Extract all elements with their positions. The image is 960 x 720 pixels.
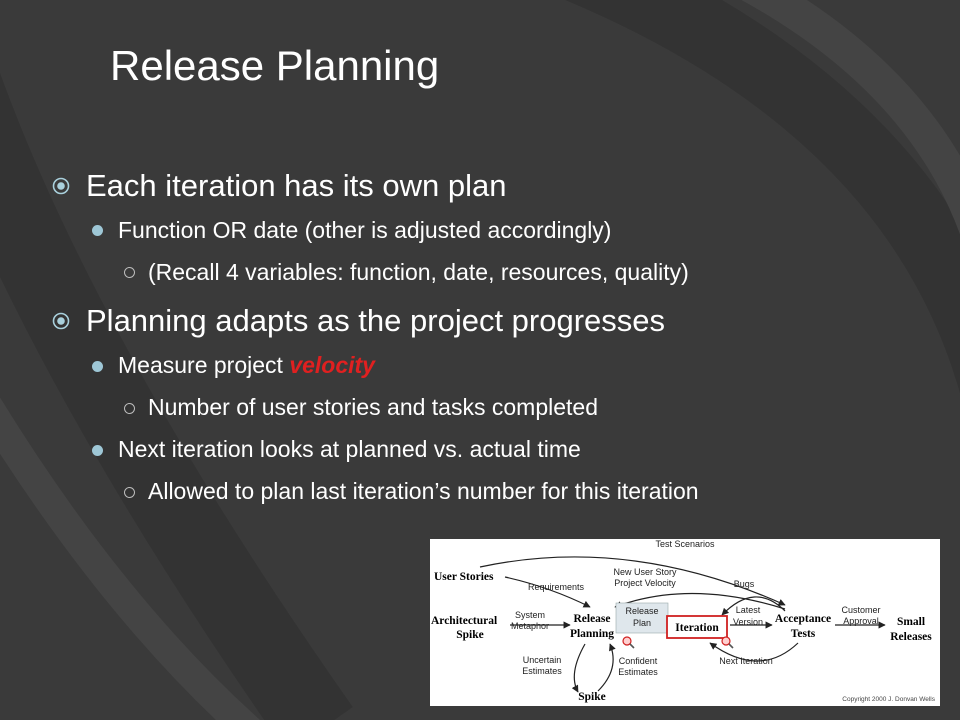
label-estimates-left: Estimates (522, 666, 562, 676)
label-test-scenarios: Test Scenarios (655, 539, 715, 549)
node-user-stories: User Stories (434, 571, 494, 583)
arrow-uncertain-estimates (571, 643, 586, 693)
release-plan-box (615, 602, 669, 634)
label-estimates-right: Estimates (618, 667, 658, 677)
iteration-box (666, 615, 728, 639)
node-iteration: Iteration (675, 622, 719, 634)
arc-1 (565, 0, 960, 394)
node-releases: Releases (890, 631, 932, 643)
label-customer: Customer (841, 605, 880, 615)
arrow-test-scenarios (479, 556, 786, 606)
bullet-level3-icon (124, 487, 135, 498)
arrow-requirements (504, 576, 591, 608)
bullet-level3: Number of user stories and tasks complet… (148, 394, 598, 420)
bullet-level2: Next iteration looks at planned vs. actu… (118, 436, 581, 462)
highlight-velocity: velocity (289, 352, 375, 378)
node-small: Small (897, 616, 925, 628)
bullet-level1: Planning adapts as the project progresse… (86, 303, 666, 338)
label-release-plan-2: Plan (633, 618, 651, 628)
xp-process-diagram: Release Plan Iteration User Stories Arch… (430, 539, 940, 706)
label-uncertain: Uncertain (523, 655, 562, 665)
bullet-level2-icon (92, 361, 103, 372)
bullet-level1-icon (52, 177, 70, 195)
bullet-text: Measure project (118, 352, 290, 378)
node-release: Release (573, 613, 610, 625)
label-project-velocity: Project Velocity (614, 578, 676, 588)
label-system: System (515, 610, 545, 620)
magnifier-icon (721, 636, 734, 649)
label-new-user-story: New User Story (613, 567, 677, 577)
arrow-next-iteration (709, 642, 799, 662)
bullet-level1: Each iteration has its own plan (86, 168, 507, 203)
node-acceptance: Acceptance (775, 613, 831, 625)
arc-4 (0, 397, 261, 720)
bullet-level2: Measure project velocity (118, 352, 375, 379)
bullet-level3: Allowed to plan last iteration’s number … (148, 478, 699, 504)
bullet-level2-icon (92, 445, 103, 456)
diagram-arrows (479, 556, 886, 693)
label-latest: Latest (736, 605, 761, 615)
label-next-iteration: Next Iteration (719, 656, 773, 666)
label-requirements: Requirements (528, 582, 585, 592)
arc-2 (741, 0, 960, 235)
node-planning: Planning (570, 628, 614, 640)
bullet-level2: Function OR date (other is adjusted acco… (118, 217, 612, 243)
node-architectural: Architectural (431, 615, 497, 627)
slide-title: Release Planning (110, 42, 440, 89)
copyright-text: Copyright 2000 J. Donvan Wells (842, 696, 935, 703)
label-confident: Confident (619, 656, 658, 666)
node-spike-bottom: Spike (578, 691, 606, 703)
label-version: Version (733, 617, 763, 627)
arrow-bugs (721, 596, 786, 616)
bullet-level3-icon (124, 403, 135, 414)
node-tests: Tests (791, 628, 816, 640)
label-approval: Approval (843, 616, 879, 626)
magnifier-icon (622, 636, 635, 649)
arrow-confident-estimates (597, 643, 616, 692)
bullet-level2-icon (92, 225, 103, 236)
bullet-level1-icon (52, 312, 70, 330)
arc-3 (0, 72, 353, 720)
arrow-new-user-story (614, 592, 786, 610)
node-spike-left: Spike (456, 629, 484, 641)
bullet-level3-icon (124, 267, 135, 278)
bullet-level3: (Recall 4 variables: function, date, res… (148, 259, 689, 285)
label-metaphor: Metaphor (511, 621, 549, 631)
label-bugs: Bugs (734, 579, 755, 589)
label-release-plan-1: Release (625, 606, 658, 616)
